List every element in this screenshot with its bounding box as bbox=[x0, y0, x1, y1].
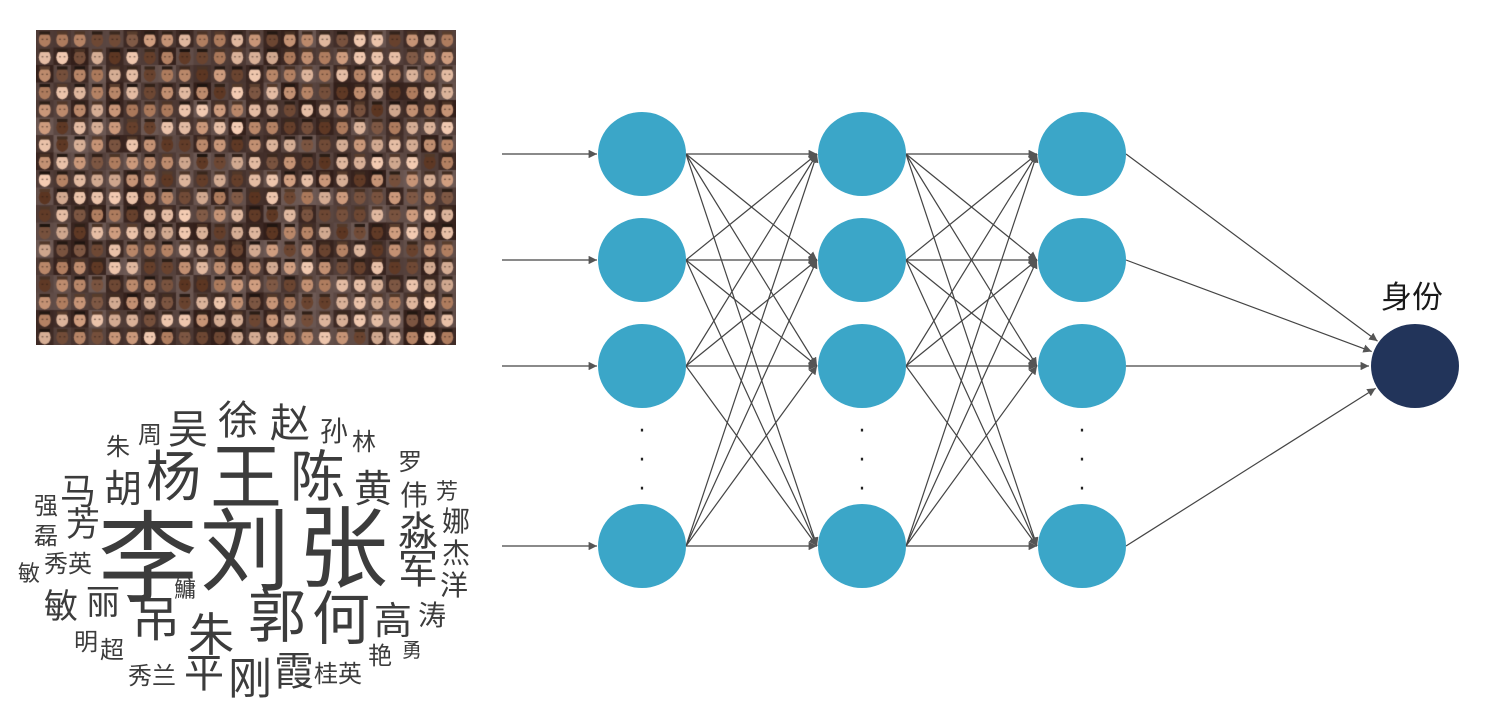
cloud-word: 朱 bbox=[188, 608, 234, 662]
hidden-node-layer-2 bbox=[818, 218, 906, 302]
cloud-word: 高 bbox=[374, 599, 413, 643]
cloud-word: 丽 bbox=[86, 583, 120, 623]
cloud-word: 平 bbox=[184, 651, 224, 697]
cloud-word: 军 bbox=[398, 547, 438, 593]
hidden-node-layer-3 bbox=[1038, 218, 1126, 302]
cloud-word: 陈 bbox=[290, 445, 346, 509]
ellipsis-dot: · bbox=[1079, 448, 1086, 473]
output-edge bbox=[1125, 153, 1378, 342]
network-edges bbox=[502, 149, 1378, 551]
connection-edge bbox=[685, 153, 818, 367]
cloud-word: 桂英 bbox=[314, 660, 362, 688]
cloud-word: 胡 bbox=[104, 467, 143, 511]
cloud-word: 鱅 bbox=[174, 578, 197, 603]
cloud-word: 杨 bbox=[146, 445, 202, 509]
cloud-word: 赵 bbox=[270, 401, 310, 447]
cloud-word: 杰 bbox=[442, 537, 471, 570]
hidden-node-layer-1 bbox=[598, 504, 686, 588]
cloud-word: 磊 bbox=[34, 522, 58, 550]
cloud-word: 吊 bbox=[132, 592, 181, 648]
cloud-word: 吴 bbox=[168, 407, 208, 453]
cloud-word: 李 bbox=[98, 501, 198, 618]
hidden-node-layer-2 bbox=[818, 504, 906, 588]
connection-edge bbox=[905, 153, 1038, 261]
cloud-word: 王 bbox=[210, 436, 283, 520]
connection-edge bbox=[905, 153, 1039, 547]
cloud-word: 林 bbox=[352, 428, 376, 456]
cloud-word: 马 bbox=[60, 472, 97, 513]
cloud-word: 伟 bbox=[400, 479, 429, 512]
output-edge bbox=[1125, 387, 1376, 547]
output-label: 身份 bbox=[1381, 280, 1443, 316]
hidden-node-layer-2 bbox=[818, 112, 906, 196]
ellipsis-dot: · bbox=[639, 419, 646, 444]
cloud-word: 娜 bbox=[442, 505, 471, 538]
ellipsis-dots: · · · · · · · · · bbox=[639, 419, 1086, 502]
cloud-word: 刘 bbox=[200, 500, 290, 605]
hidden-node-layer-3 bbox=[1038, 112, 1126, 196]
cloud-word: 刚 bbox=[228, 654, 272, 705]
cloud-word: 周 bbox=[138, 421, 162, 449]
hidden-node-layer-2 bbox=[818, 324, 906, 408]
cloud-word: 敏 bbox=[18, 562, 41, 587]
cloud-word: 何 bbox=[312, 585, 371, 653]
cloud-word: 郭 bbox=[248, 583, 307, 651]
surname-word-cloud: 朱周吴徐赵孙林马胡杨王陈黄罗伟芳强芳磊李刘张淼娜杰秀英敏军洋鱅敏丽吊朱郭何高涛明… bbox=[0, 390, 500, 720]
connection-edge bbox=[685, 259, 818, 547]
cloud-word: 淼 bbox=[398, 509, 438, 555]
cloud-word: 强 bbox=[34, 492, 58, 520]
output-node bbox=[1371, 324, 1459, 408]
connection-edge bbox=[905, 153, 1038, 367]
cloud-word: 朱 bbox=[106, 433, 130, 461]
cloud-word: 张 bbox=[298, 497, 388, 602]
cloud-word: 孙 bbox=[320, 415, 349, 448]
connection-edge bbox=[685, 153, 819, 547]
cloud-word: 敏 bbox=[44, 587, 78, 627]
cloud-word: 徐 bbox=[218, 398, 258, 444]
ellipsis-dot: · bbox=[1079, 419, 1086, 444]
network-nodes bbox=[598, 112, 1459, 588]
hidden-node-layer-3 bbox=[1038, 324, 1126, 408]
cloud-word: 秀英 bbox=[44, 550, 92, 578]
cloud-word: 秀兰 bbox=[128, 662, 176, 690]
connection-edge bbox=[905, 365, 1038, 547]
cloud-word: 黄 bbox=[354, 467, 393, 511]
connection-edge bbox=[685, 259, 818, 367]
cloud-word: 明 bbox=[74, 628, 98, 656]
hidden-node-layer-1 bbox=[598, 218, 686, 302]
ellipsis-dot: · bbox=[859, 448, 866, 473]
connection-edge bbox=[905, 259, 1038, 547]
ellipsis-dot: · bbox=[859, 477, 866, 502]
hidden-node-layer-1 bbox=[598, 324, 686, 408]
connection-edge bbox=[685, 153, 818, 261]
ellipsis-dot: · bbox=[639, 448, 646, 473]
cloud-word: 芳 bbox=[66, 505, 100, 545]
output-edge bbox=[1125, 259, 1372, 353]
cloud-word: 霞 bbox=[274, 649, 314, 695]
cloud-word: 洋 bbox=[440, 569, 469, 602]
ellipsis-dot: · bbox=[1079, 477, 1086, 502]
cloud-word: 罗 bbox=[398, 448, 422, 476]
cloud-word: 芳 bbox=[436, 480, 459, 505]
connection-edge bbox=[685, 365, 818, 547]
cloud-word: 超 bbox=[100, 636, 124, 664]
connection-edge bbox=[905, 259, 1038, 367]
cloud-word: 勇 bbox=[402, 638, 422, 662]
face-mosaic-image bbox=[36, 30, 456, 345]
ellipsis-dot: · bbox=[859, 419, 866, 444]
hidden-node-layer-3 bbox=[1038, 504, 1126, 588]
ellipsis-dot: · bbox=[639, 477, 646, 502]
cloud-word: 艳 bbox=[368, 642, 392, 670]
hidden-node-layer-1 bbox=[598, 112, 686, 196]
cloud-word: 涛 bbox=[418, 599, 447, 632]
